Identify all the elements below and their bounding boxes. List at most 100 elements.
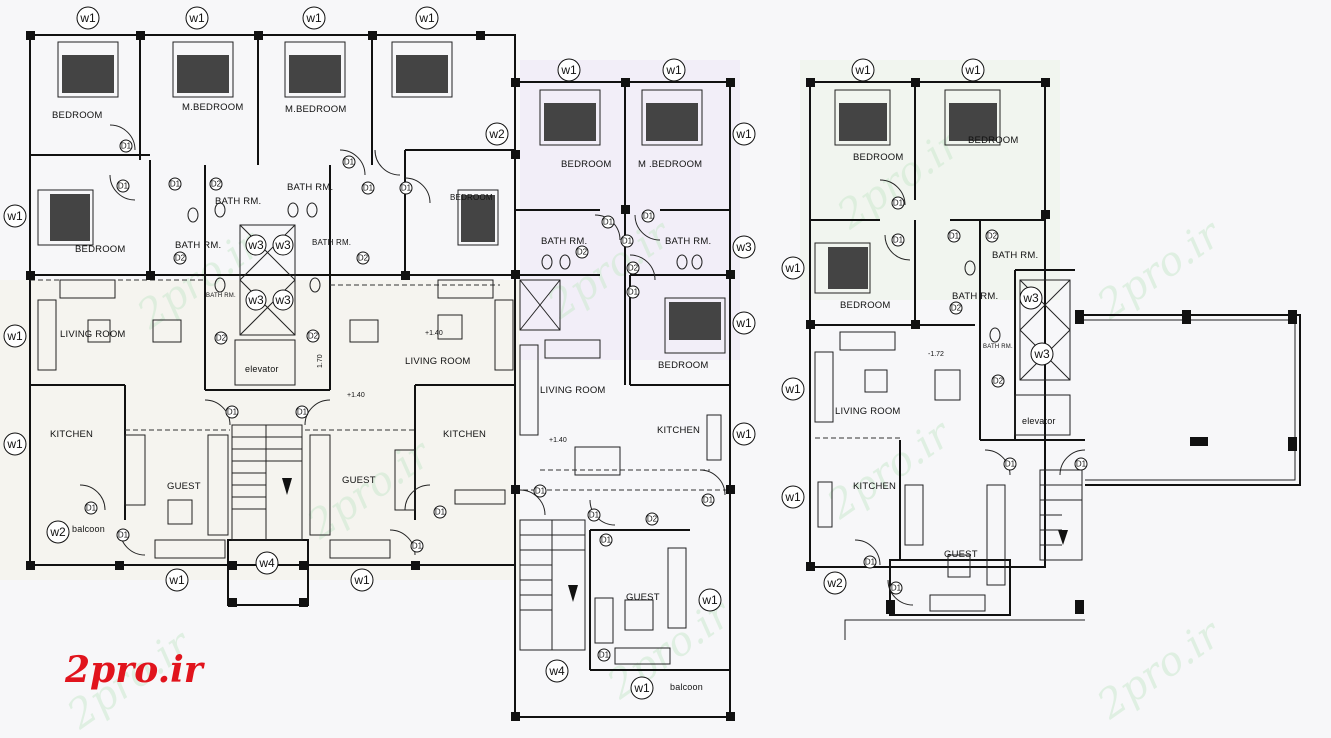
door-tag-d1: D1 <box>599 533 613 547</box>
window-tag-w1: w1 <box>185 6 209 30</box>
door-tag-d1: D1 <box>620 234 634 248</box>
door-tag-d1: D1 <box>84 501 98 515</box>
svg-text:D1: D1 <box>599 651 610 660</box>
room-label-bedroom: BEDROOM <box>968 135 1019 146</box>
door-tag-d1: D1 <box>433 505 447 519</box>
window-tag-w3: w3 <box>1030 342 1054 366</box>
room-label-bath: BATH RM. <box>175 240 221 251</box>
svg-text:w2: w2 <box>488 127 505 141</box>
door-tag-d1: D1 <box>889 581 903 595</box>
room-label-bath: BATH RM. <box>215 196 261 207</box>
door-tag-d1: D1 <box>119 139 133 153</box>
svg-text:w3: w3 <box>1022 291 1039 305</box>
svg-text:w3: w3 <box>1033 347 1050 361</box>
svg-text:w4: w4 <box>548 664 565 678</box>
window-tags: w1 w1 w1 w1 w1 w1 w1 w2 w2 w1 w4 w1 w3 w… <box>3 6 1054 700</box>
dining-table-icon <box>574 446 654 631</box>
svg-text:D1: D1 <box>297 408 308 417</box>
level-mark: +1.40 <box>347 392 365 399</box>
door-tag-d2: D2 <box>991 374 1005 388</box>
room-label-guest: GUEST <box>342 475 376 486</box>
room-label-bedroom: BEDROOM <box>450 193 493 202</box>
room-label-kitchen: KITCHEN <box>443 429 486 440</box>
window-tag-w1: w1 <box>3 324 27 348</box>
dining-table-icon <box>87 314 463 525</box>
svg-text:D1: D1 <box>170 180 181 189</box>
middle-building <box>511 78 735 721</box>
level-mark: -1.72 <box>928 351 944 358</box>
door-tag-d1: D1 <box>399 181 413 195</box>
svg-text:D1: D1 <box>344 158 355 167</box>
room-label-bedroom: BEDROOM <box>52 110 103 121</box>
stair-icon <box>231 424 303 541</box>
room-label-guest: GUEST <box>167 481 201 492</box>
room-label-guest: GUEST <box>626 592 660 603</box>
svg-text:D1: D1 <box>703 496 714 505</box>
svg-text:w1: w1 <box>305 11 322 25</box>
svg-text:D2: D2 <box>987 232 998 241</box>
door-tag-d2: D2 <box>645 512 659 526</box>
door-tag-d1: D1 <box>1003 457 1017 471</box>
room-label-guest: GUEST <box>944 549 978 560</box>
window-tag-w2: w2 <box>485 122 509 146</box>
door-tag-d1: D1 <box>641 209 655 223</box>
window-tag-w2: w2 <box>823 571 847 595</box>
room-label-bath: BATH RM. <box>665 236 711 247</box>
door-tag-d1: D1 <box>601 215 615 229</box>
door-tag-d2: D2 <box>356 251 370 265</box>
room-label-living-room: LIVING ROOM <box>835 406 901 417</box>
svg-text:D1: D1 <box>363 184 374 193</box>
svg-text:D2: D2 <box>211 180 222 189</box>
dimension-mark: 1.70 <box>317 354 324 368</box>
svg-text:D1: D1 <box>227 408 238 417</box>
stair-icon <box>1039 469 1083 561</box>
level-mark: +1.40 <box>549 437 567 444</box>
svg-text:w1: w1 <box>784 382 801 396</box>
window-tag-w1: w1 <box>732 311 756 335</box>
svg-text:w1: w1 <box>735 127 752 141</box>
room-labels: BEDROOM M.BEDROOM M.BEDROOM BEDROOM BATH… <box>50 102 1055 692</box>
room-label-m-bedroom: M .BEDROOM <box>638 159 702 170</box>
door-tag-d2: D2 <box>985 229 999 243</box>
window-tag-w1: w1 <box>350 568 374 592</box>
room-label-kitchen: KITCHEN <box>853 481 896 492</box>
svg-text:w1: w1 <box>735 316 752 330</box>
room-label-bath: BATH RM. <box>206 293 236 299</box>
room-label-bedroom: BEDROOM <box>853 152 904 163</box>
svg-text:D1: D1 <box>865 558 876 567</box>
door-tag-d2: D2 <box>626 261 640 275</box>
svg-text:w3: w3 <box>274 293 291 307</box>
door-tag-d1: D1 <box>295 405 309 419</box>
svg-text:D1: D1 <box>1005 460 1016 469</box>
window-tag-w1: w1 <box>630 676 654 700</box>
svg-text:D1: D1 <box>603 218 614 227</box>
svg-text:w1: w1 <box>188 11 205 25</box>
door-tag-d1: D1 <box>626 285 640 299</box>
right-building <box>806 78 1301 640</box>
sofa-icon <box>814 331 1006 612</box>
door-tag-d1: D1 <box>587 508 601 522</box>
window-tag-w1: w1 <box>3 204 27 228</box>
svg-text:D1: D1 <box>412 542 423 551</box>
sofa-icon <box>37 279 514 559</box>
room-label-bedroom: BEDROOM <box>840 300 891 311</box>
svg-text:D2: D2 <box>216 334 227 343</box>
door-tag-d2: D2 <box>949 301 963 315</box>
door-tags: D1 D1 D1 D2 D2 D1 D1 D1 D2 D2 D2 D1 D1 D… <box>84 139 1088 662</box>
room-label-bath: BATH RM. <box>312 238 351 247</box>
svg-text:w3: w3 <box>247 238 264 252</box>
svg-text:w1: w1 <box>854 63 871 77</box>
window-tag-w1: w1 <box>781 485 805 509</box>
window-tag-w1: w1 <box>662 58 686 82</box>
door-tag-d1: D1 <box>225 405 239 419</box>
window-tag-w1: w1 <box>851 58 875 82</box>
window-tag-w1: w1 <box>165 568 189 592</box>
room-label-living-room: LIVING ROOM <box>60 329 126 340</box>
room-label-bath: BATH RM. <box>952 291 998 302</box>
door-tag-d1: D1 <box>533 484 547 498</box>
svg-text:D1: D1 <box>118 182 129 191</box>
brand-logo-text: 2pro.ir <box>64 649 206 691</box>
window-tag-w1: w1 <box>557 58 581 82</box>
door-tag-d1: D1 <box>891 196 905 210</box>
